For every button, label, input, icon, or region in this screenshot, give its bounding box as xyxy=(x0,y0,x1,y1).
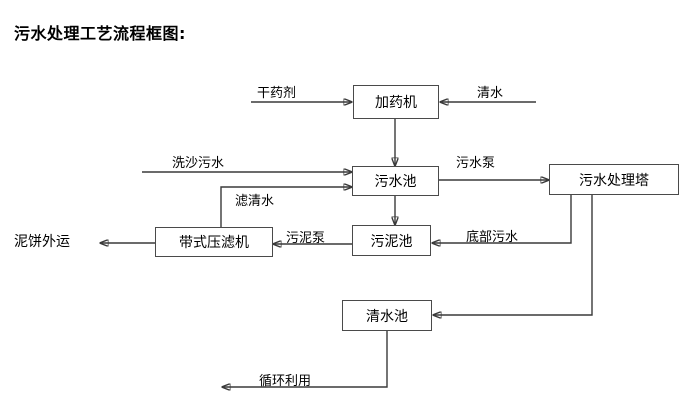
page-title: 污水处理工艺流程框图: xyxy=(14,24,186,43)
edge-label-recycle-use: 循环利用 xyxy=(259,374,312,389)
edge-label-filtered-clear-water: 滤清水 xyxy=(235,194,275,209)
edge-label-sand-wash-sewage: 洗沙污水 xyxy=(172,156,225,171)
endpoint-label-mud-cake-outbound: 泥饼外运 xyxy=(14,234,70,250)
edge-label-clean-water: 清水 xyxy=(477,86,504,101)
node-clear-water-pool[interactable]: 清水池 xyxy=(342,300,432,331)
node-belt-filter-press[interactable]: 带式压滤机 xyxy=(155,227,273,257)
node-sludge-pool[interactable]: 污泥池 xyxy=(352,225,431,256)
edge-label-bottom-sewage: 底部污水 xyxy=(466,230,519,245)
node-treatment-tower[interactable]: 污水处理塔 xyxy=(549,164,679,195)
edge-filtrate-to-wastewater-pool xyxy=(220,187,352,227)
edge-tower-to-clear-water-pool xyxy=(433,195,593,315)
edge-clear-water-pool-to-recycle xyxy=(222,331,388,387)
edge-label-sewage-pump: 污水泵 xyxy=(456,156,496,171)
node-wastewater-pool[interactable]: 污水池 xyxy=(352,166,439,196)
node-dosing-machine[interactable]: 加药机 xyxy=(353,85,439,119)
edge-tower-bottom-to-sludge-pool xyxy=(432,195,572,243)
edge-label-sludge-pump: 污泥泵 xyxy=(286,231,326,246)
edge-label-dry-chemical: 干药剂 xyxy=(257,86,297,101)
